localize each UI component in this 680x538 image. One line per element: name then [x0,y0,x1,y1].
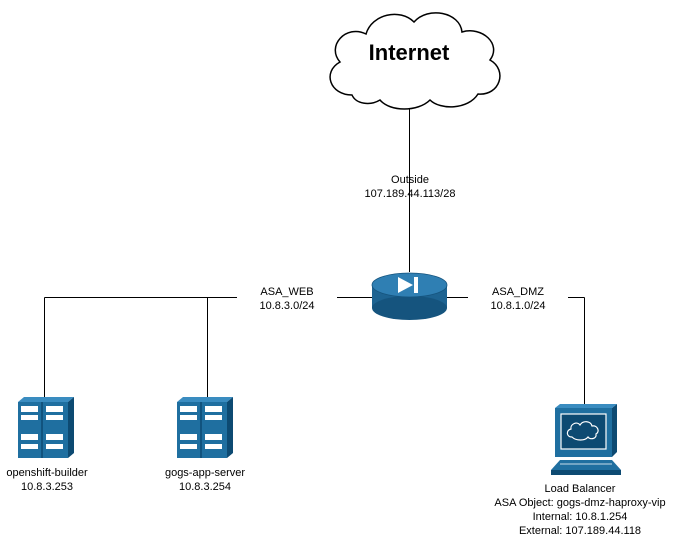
server-icon-openshift-builder [18,397,74,458]
load-balancer-workstation-icon [551,404,621,475]
load-balancer-external-ip: External: 107.189.44.118 [518,525,642,537]
outside-link-name: Outside [391,174,429,186]
server-name-openshift-builder: openshift-builder [6,467,88,479]
server-ip-gogs-app-server: 10.8.3.254 [179,481,231,493]
router-icon [371,272,448,320]
server-name-gogs-app-server: gogs-app-server [164,467,246,479]
internet-cloud-icon [329,12,501,110]
web-link-name: ASA_WEB [237,286,337,299]
dmz-link-name: ASA_DMZ [468,286,568,299]
load-balancer-internal-ip: Internal: 10.8.1.254 [532,511,628,523]
load-balancer-name: Load Balancer [544,483,616,495]
web-link-subnet: 10.8.3.0/24 [259,300,315,312]
outside-link-subnet: 107.189.44.113/28 [364,188,456,200]
server-ip-openshift-builder: 10.8.3.253 [21,481,73,493]
internet-cloud-label: Internet [368,40,450,65]
load-balancer-asa-object: ASA Object: gogs-dmz-haproxy-vip [494,497,666,509]
server-icon-gogs-app-server [177,397,233,458]
dmz-link-subnet: 10.8.1.0/24 [490,300,546,312]
connection-lines [44,104,585,408]
